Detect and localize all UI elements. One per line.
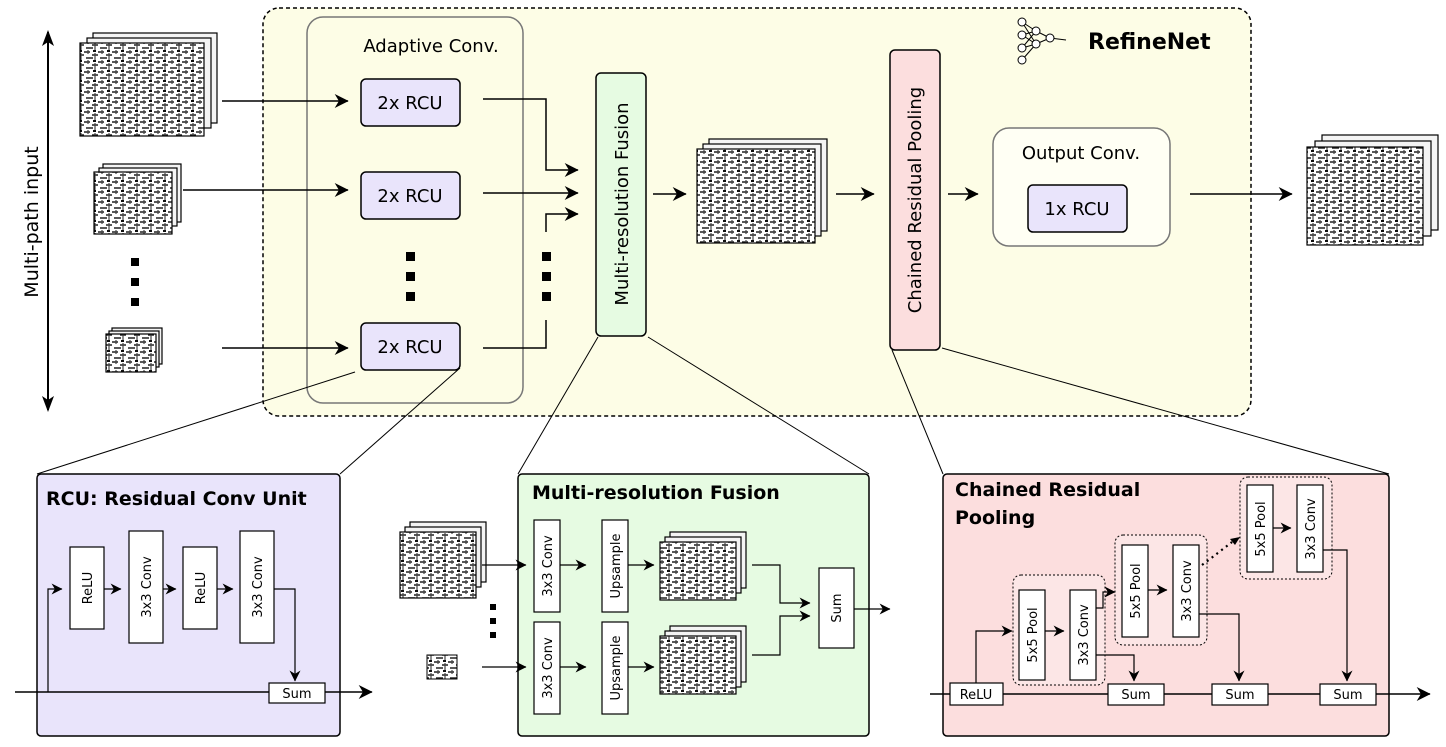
svg-text:5x5 Pool: 5x5 Pool xyxy=(1026,607,1041,662)
fusion-input-small xyxy=(426,654,458,680)
input-image-small xyxy=(105,327,163,373)
svg-text:Upsample: Upsample xyxy=(609,533,624,598)
fusion-feature-2 xyxy=(659,625,747,695)
fusion-input-ellipsis xyxy=(542,252,551,301)
fusion-panel xyxy=(517,473,870,737)
network-icon xyxy=(1017,17,1067,65)
output-image xyxy=(1306,134,1439,246)
adaptive-conv-label: Adaptive Conv. xyxy=(363,36,498,57)
crp-panel-title-1: Chained Residual xyxy=(955,479,1140,501)
svg-text:1x RCU: 1x RCU xyxy=(1044,199,1109,220)
svg-text:3x3 Conv: 3x3 Conv xyxy=(1077,604,1092,666)
rcu-relu-1: ReLU xyxy=(69,546,105,630)
svg-text:2x RCU: 2x RCU xyxy=(377,93,442,114)
crp-panel-title-2: Pooling xyxy=(955,507,1035,529)
input-image-medium xyxy=(93,163,182,235)
crp-pool-3: 5x5 Pool xyxy=(1246,484,1274,573)
crp-sum-1: Sum xyxy=(1107,683,1165,706)
rcu-box-2: 2x RCU xyxy=(360,171,461,220)
fusion-upsample-2: Upsample xyxy=(601,621,629,715)
svg-text:3x3 Conv: 3x3 Conv xyxy=(251,556,266,618)
fusion-conv-2: 3x3 Conv xyxy=(533,621,561,715)
crp-relu: ReLU xyxy=(949,682,1004,706)
output-rcu-box: 1x RCU xyxy=(1027,184,1128,233)
svg-text:5x5 Pool: 5x5 Pool xyxy=(1254,501,1269,556)
crp-pool-2: 5x5 Pool xyxy=(1121,544,1149,638)
output-conv-label: Output Conv. xyxy=(1022,143,1140,164)
fusion-feature-1 xyxy=(659,531,747,601)
svg-text:Upsample: Upsample xyxy=(609,635,624,700)
svg-text:2x RCU: 2x RCU xyxy=(377,337,442,358)
svg-text:5x5 Pool: 5x5 Pool xyxy=(1129,563,1144,618)
input-ellipsis xyxy=(131,258,139,306)
fusion-conv-1: 3x3 Conv xyxy=(533,519,561,613)
fusion-sum: Sum xyxy=(818,567,855,649)
crp-conv-1: 3x3 Conv xyxy=(1069,589,1097,681)
crp-conv-2: 3x3 Conv xyxy=(1172,544,1200,638)
rcu-box-1: 2x RCU xyxy=(360,78,461,127)
fusion-box: Multi-resolution Fusion xyxy=(595,72,647,337)
multi-path-input-label: Multi-path input xyxy=(21,146,43,297)
svg-text:Chained Residual Pooling: Chained Residual Pooling xyxy=(905,87,926,313)
crp-sum-3: Sum xyxy=(1319,683,1377,706)
fused-feature-map xyxy=(696,138,828,244)
crp-box: Chained Residual Pooling xyxy=(889,49,941,351)
svg-text:Sum: Sum xyxy=(1121,688,1150,703)
input-image-large xyxy=(79,32,218,137)
rcu-panel-title: RCU: Residual Conv Unit xyxy=(46,488,307,510)
crp-sum-2: Sum xyxy=(1211,683,1269,706)
fusion-inputs-ellipsis xyxy=(490,604,496,638)
crp-pool-1: 5x5 Pool xyxy=(1018,589,1046,681)
svg-text:3x3 Conv: 3x3 Conv xyxy=(140,556,155,618)
svg-text:Sum: Sum xyxy=(282,687,311,702)
rcu-relu-2: ReLU xyxy=(182,546,218,630)
svg-text:ReLU: ReLU xyxy=(194,572,209,605)
rcu-sum: Sum xyxy=(268,682,326,704)
adaptive-ellipsis xyxy=(406,252,415,301)
zoom-lines xyxy=(36,336,1390,475)
svg-text:ReLU: ReLU xyxy=(960,688,993,703)
svg-text:3x3 Conv: 3x3 Conv xyxy=(541,535,556,597)
svg-text:2x RCU: 2x RCU xyxy=(377,186,442,207)
svg-text:Sum: Sum xyxy=(1225,688,1254,703)
fusion-input-large xyxy=(399,521,487,599)
svg-text:ReLU: ReLU xyxy=(81,572,96,605)
refinenet-title: RefineNet xyxy=(1088,30,1211,55)
svg-text:3x3 Conv: 3x3 Conv xyxy=(1180,560,1195,622)
crp-conv-3: 3x3 Conv xyxy=(1296,484,1324,573)
fusion-panel-title: Multi-resolution Fusion xyxy=(532,482,780,504)
rcu-box-3: 2x RCU xyxy=(360,322,461,371)
fusion-upsample-1: Upsample xyxy=(601,519,629,613)
svg-text:Multi-resolution Fusion: Multi-resolution Fusion xyxy=(612,102,633,305)
rcu-conv-2: 3x3 Conv xyxy=(239,530,275,644)
rcu-conv-1: 3x3 Conv xyxy=(128,530,164,644)
svg-text:3x3 Conv: 3x3 Conv xyxy=(1304,498,1319,560)
svg-text:Sum: Sum xyxy=(830,593,845,622)
svg-text:3x3 Conv: 3x3 Conv xyxy=(541,637,556,699)
adaptive-conv-block xyxy=(306,16,524,404)
svg-text:Sum: Sum xyxy=(1333,688,1362,703)
